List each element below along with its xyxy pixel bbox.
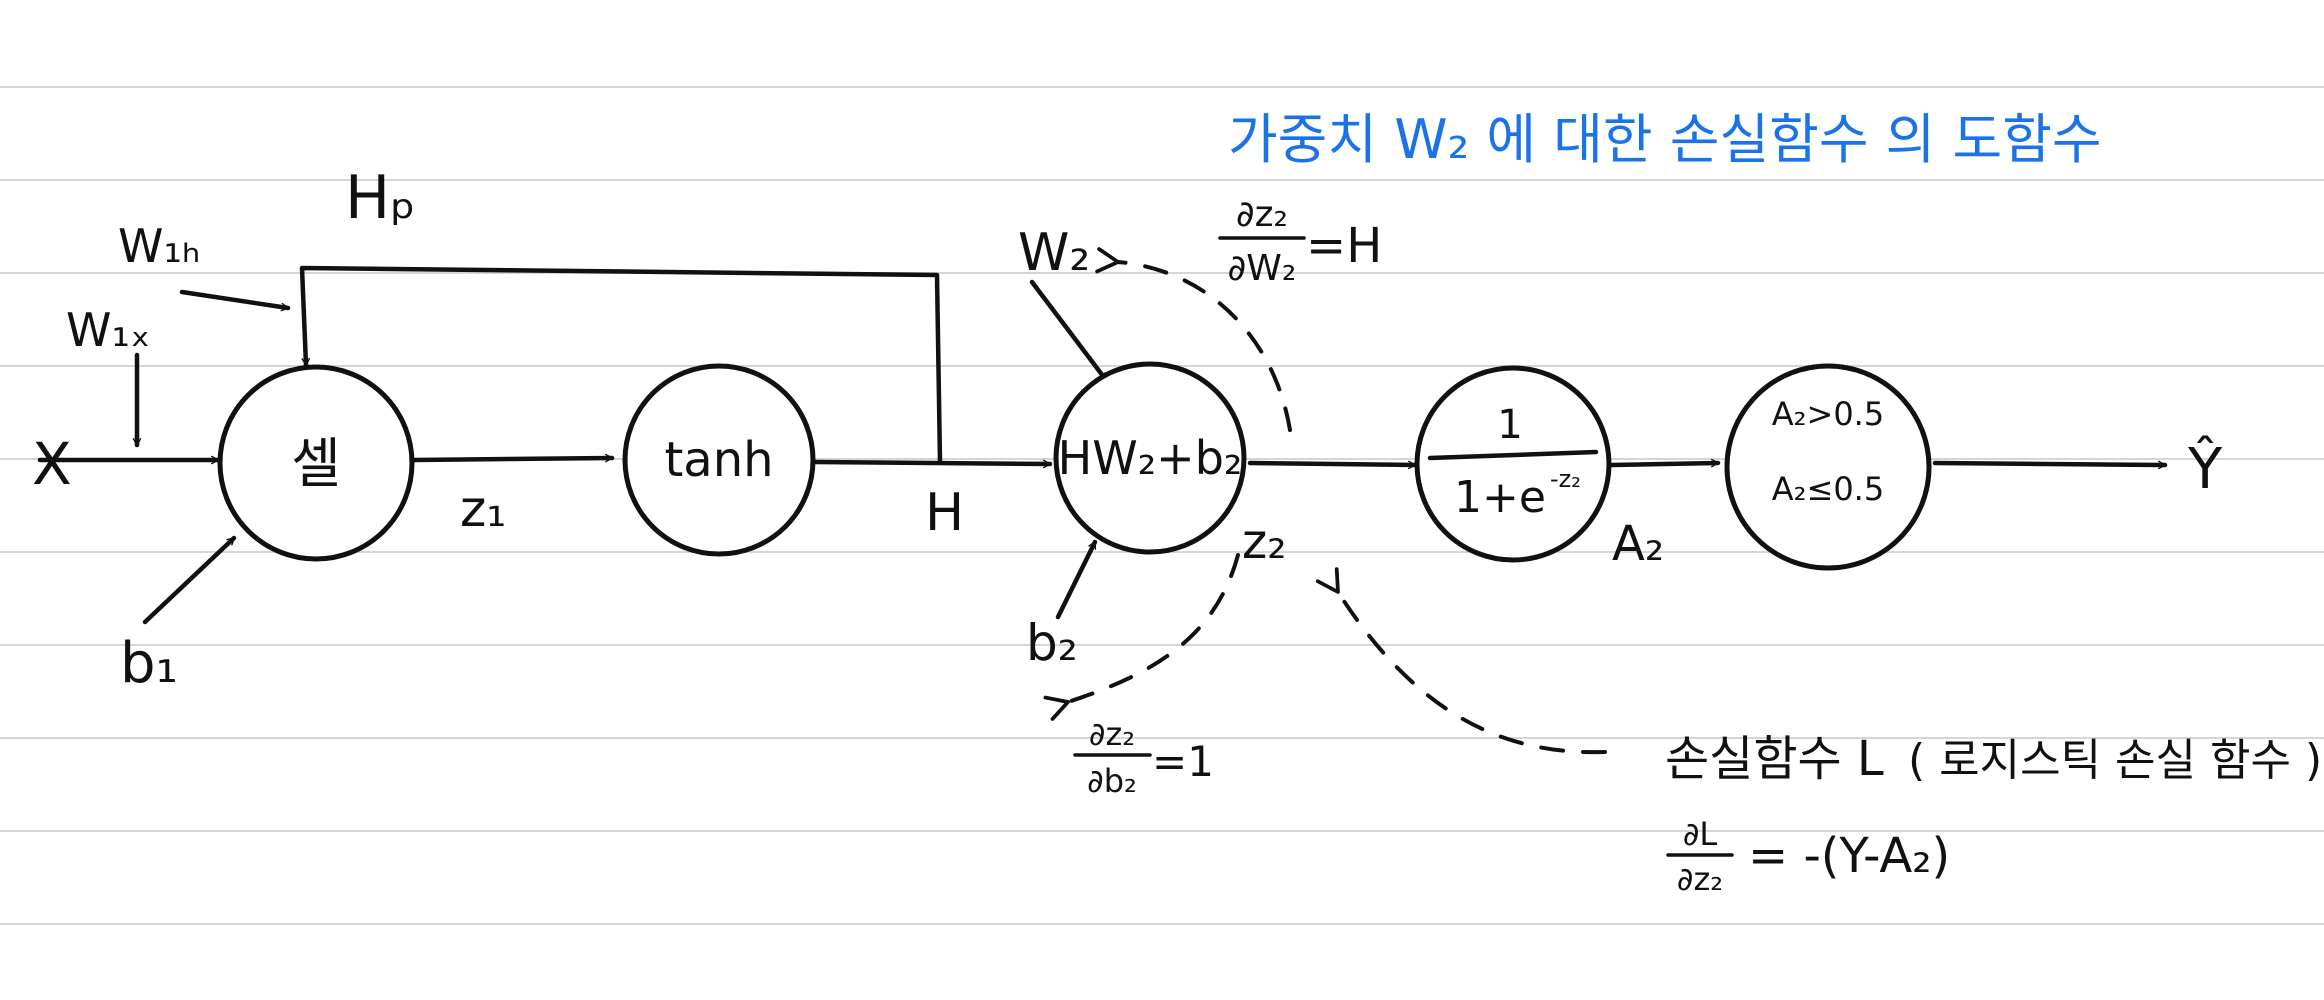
edge-recurrent-hp (299, 265, 943, 465)
edges (37, 265, 2168, 625)
node-threshold: A₂>0.5 A₂≤0.5 (1724, 363, 1932, 571)
edge-b2-to-linear (1055, 539, 1098, 620)
gradient-w2-denominator: ∂W₂ (1228, 248, 1297, 289)
edge-tanh-to-linear (811, 459, 1053, 469)
edge-h-label: H (925, 483, 964, 543)
gradient-b2-numerator: ∂z₂ (1089, 715, 1135, 753)
sigmoid-fraction-bar (1427, 449, 1599, 461)
tanh-label: tanh (664, 432, 773, 488)
threshold-bottom-label: A₂≤0.5 (1772, 470, 1884, 508)
edge-b1-to-cell (142, 535, 237, 625)
hidden-prev-label: Hₚ (345, 163, 416, 233)
weight-w1x-label: W₁ₓ (66, 303, 150, 357)
sigmoid-circle (1414, 365, 1612, 563)
node-tanh: tanh (622, 363, 816, 557)
gradient-b2-value: =1 (1152, 737, 1214, 786)
backprop-paths (1043, 247, 1607, 755)
tanh-circle (622, 363, 816, 557)
gradient-dz2-dw2: ∂z₂ ∂W₂ =H (1218, 194, 1382, 289)
edge-w2-to-linear (1029, 279, 1109, 383)
linear-circle (1053, 361, 1247, 555)
output-yhat-label: Ŷ (2187, 437, 2223, 502)
edge-threshold-to-yhat (1932, 460, 2168, 470)
weight-w1h-label: W₁ₕ (118, 219, 201, 273)
weight-w2-label: W₂ (1018, 223, 1090, 283)
input-x-label: X (32, 430, 72, 498)
edge-linear-to-sigmoid (1247, 460, 1418, 470)
gradient-loss-value: = -(Y-A₂) (1748, 828, 1950, 884)
edge-z1-label: z₁ (460, 480, 506, 538)
node-cell: 셀 (217, 364, 415, 562)
gradient-loss-denominator: ∂z₂ (1677, 860, 1723, 898)
node-sigmoid: 1 1+e -z₂ (1414, 365, 1612, 563)
gradient-w2-value: =H (1306, 218, 1382, 274)
loss-block: 손실함수 L ( 로지스틱 손실 함수 ) ∂L ∂z₂ = -(Y-A₂) (1665, 731, 2322, 898)
backprop-from-loss (1315, 567, 1607, 755)
backprop-to-w2 (1095, 247, 1292, 432)
edge-cell-to-tanh (411, 453, 615, 463)
edge-z2-label: z₂ (1242, 514, 1286, 570)
labels: X W₁ₕ W₁ₓ b₁ Hₚ z₁ H W₂ b₂ z₂ A₂ Ŷ (32, 163, 2223, 696)
sigmoid-exponent: -z₂ (1550, 465, 1581, 493)
gradient-b2-denominator: ∂b₂ (1087, 762, 1137, 800)
edge-a2-label: A₂ (1612, 516, 1664, 572)
cell-circle (217, 364, 415, 562)
threshold-circle (1724, 363, 1932, 571)
sigmoid-numerator: 1 (1497, 402, 1522, 448)
edge-w1h-to-cell (179, 289, 291, 312)
sigmoid-denominator: 1+e (1454, 472, 1546, 523)
loss-function-label: 손실함수 L (1665, 731, 1884, 787)
threshold-top-label: A₂>0.5 (1772, 395, 1884, 433)
bias-b1-label: b₁ (120, 631, 178, 696)
diagram-title: 가중치 W₂ 에 대한 손실함수 의 도함수 (1228, 108, 2102, 171)
node-linear: HW₂+b₂ (1053, 361, 1247, 555)
gradient-w2-numerator: ∂z₂ (1236, 194, 1288, 235)
edge-sigmoid-to-threshold (1609, 458, 1721, 468)
loss-function-note: ( 로지스틱 손실 함수 ) (1908, 735, 2322, 786)
backprop-to-b2 (1043, 553, 1240, 721)
bias-b2-label: b₂ (1026, 614, 1078, 672)
gradient-dz2-db2: ∂z₂ ∂b₂ =1 (1073, 715, 1214, 800)
gradient-loss-numerator: ∂L (1683, 815, 1718, 853)
linear-label: HW₂+b₂ (1058, 431, 1243, 485)
cell-label: 셀 (291, 432, 341, 495)
